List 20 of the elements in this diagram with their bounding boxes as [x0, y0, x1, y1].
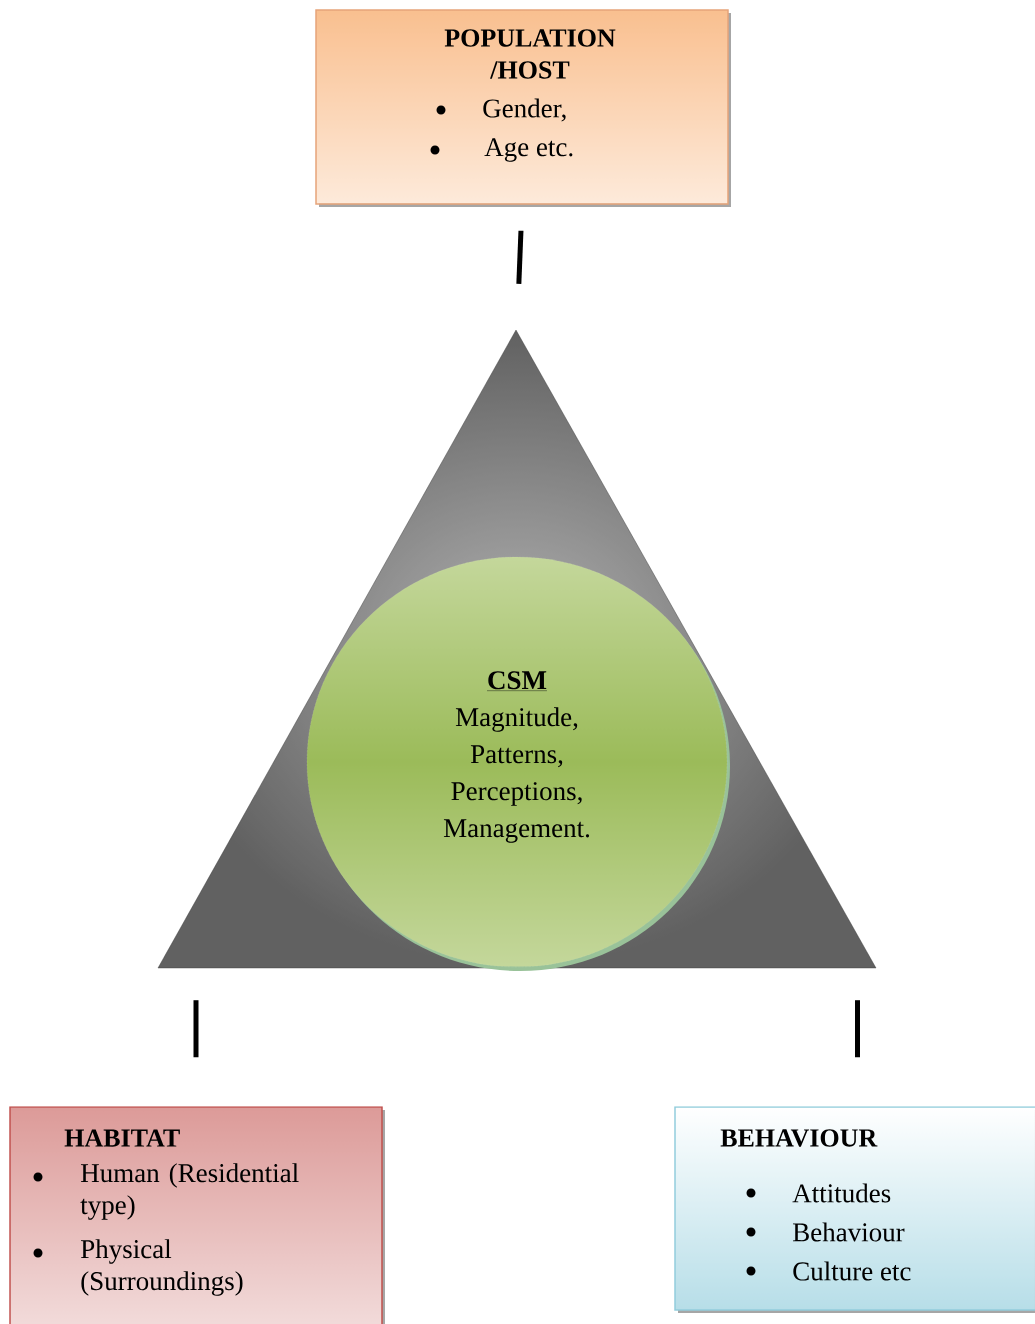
list-item: Behaviour: [793, 1222, 905, 1242]
node-label: Magnitude,: [455, 707, 578, 732]
heading: POPULATION /HOST: [444, 29, 616, 79]
list-item: Human (Residential type): [80, 1163, 299, 1220]
node-label: Management.: [443, 819, 590, 843]
node-label: Perceptions,: [451, 782, 582, 806]
heading: HABITAT: [64, 1129, 180, 1147]
heading: BEHAVIOUR: [720, 1129, 878, 1147]
connector-line: [855, 1000, 860, 1058]
list-item: Gender,: [483, 98, 566, 122]
node-label: Patterns,: [470, 745, 563, 768]
node-label: CSM: [488, 671, 547, 690]
circle-text: CSM Magnitude, Patterns, Perceptions, Management.: [443, 671, 590, 843]
list-item: Culture etc: [793, 1261, 911, 1281]
list-item: Attitudes: [792, 1183, 891, 1203]
connector-line: [193, 1000, 199, 1058]
triangle: [157, 329, 877, 969]
connector-line: [516, 230, 524, 284]
list-item: Age etc.: [484, 138, 573, 162]
list-item: Physical (Surroundings): [81, 1239, 243, 1296]
